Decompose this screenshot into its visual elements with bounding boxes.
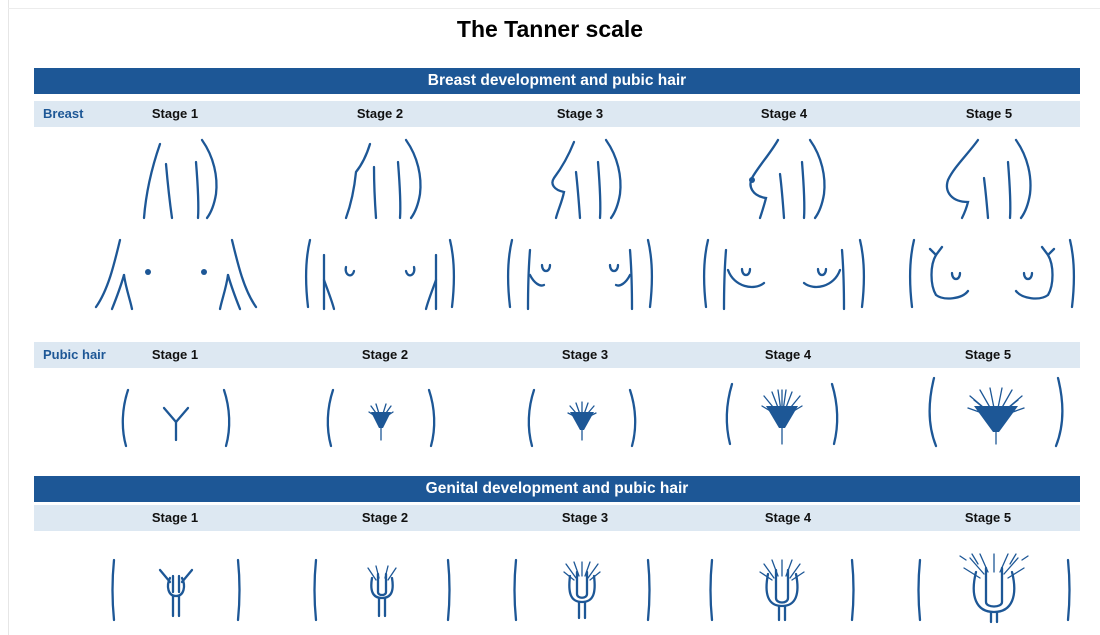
breast-profile-stage-1 — [144, 140, 216, 218]
genital-stage-1 — [113, 560, 240, 620]
breast-profile-stage-4 — [749, 140, 824, 218]
breast-front-stage-3 — [508, 240, 652, 309]
genital-stage-2 — [315, 560, 450, 620]
breast-profile-stage-2 — [346, 140, 420, 218]
breast-front-stage-1 — [96, 240, 256, 309]
breast-front-stage-2 — [306, 240, 454, 309]
breast-profile-stage-5 — [947, 140, 1031, 218]
breast-profile-stage-3 — [552, 140, 620, 218]
genital-stage-5 — [919, 554, 1070, 622]
pubic-hair-stage-2 — [328, 390, 434, 446]
pubic-hair-stage-5 — [930, 378, 1063, 446]
genital-stage-3 — [515, 560, 650, 620]
genital-stage-4 — [711, 560, 854, 620]
breast-front-stage-5 — [910, 240, 1074, 307]
pubic-hair-stage-1 — [123, 390, 229, 446]
pubic-hair-stage-3 — [529, 390, 635, 446]
pubic-hair-stage-4 — [727, 384, 837, 444]
breast-front-stage-4 — [704, 240, 864, 309]
